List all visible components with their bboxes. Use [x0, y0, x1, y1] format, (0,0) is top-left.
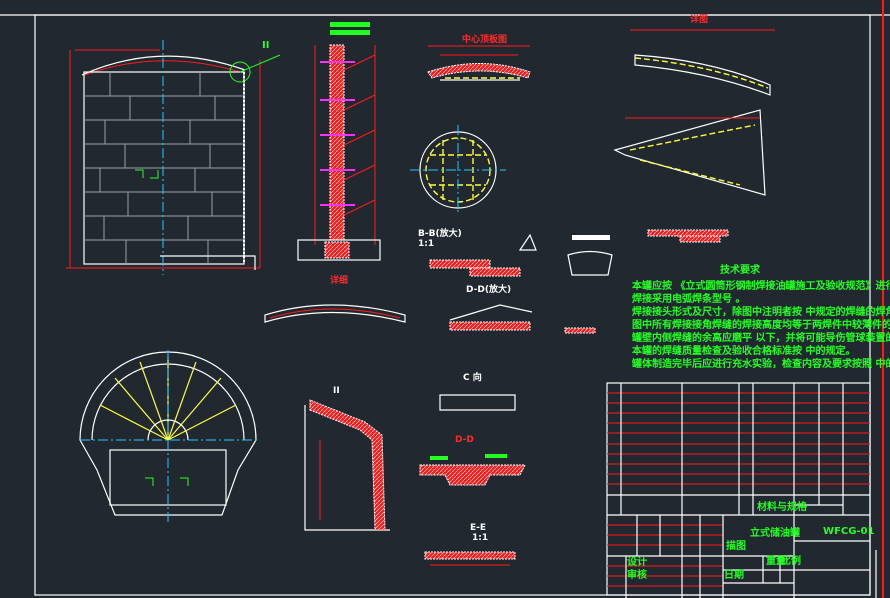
- tech-req-line: 焊接接头形式及尺寸，除图中注明者按 中规定的焊缝的焊角高度图形。: [632, 305, 890, 318]
- detail-top-label: 详图: [690, 13, 708, 25]
- detail-a-label: 详细: [330, 274, 348, 286]
- detail-ii: II: [304, 386, 390, 531]
- bb-label: B-B(放大): [418, 227, 462, 239]
- tank-elevation: II: [66, 40, 281, 275]
- design-label: 设计: [627, 555, 647, 568]
- tech-req-line: 本罐应按 《立式圆筒形钢制焊接油罐施工及验收规范》进行制造及验收。: [632, 279, 890, 292]
- drawn-label: 描图: [726, 539, 746, 552]
- c-view-label: C 向: [463, 371, 482, 383]
- dd-label: D-D(放大): [466, 283, 511, 295]
- tech-req-title: 技术要求: [720, 263, 761, 276]
- materials-label: 材料与规格: [757, 500, 808, 513]
- tech-req-line: 本罐的焊缝质量检查及验收合格标准按 中的规定。: [632, 344, 855, 357]
- detail-arc-section: 详细: [264, 274, 406, 323]
- center-roof-label: 中心顶板图: [462, 33, 507, 45]
- detail-ii-mark-top: II: [262, 40, 269, 51]
- center-roof-detail: 中心顶板图: [410, 33, 531, 215]
- drawing-code: WFCG-01: [823, 526, 875, 537]
- tech-req-line: 图中所有焊接接角焊缝的焊接高度均等于两焊件中较薄件的厚度，并须连续焊。: [632, 318, 890, 331]
- date-label: 日期: [724, 568, 744, 581]
- section-bb: B-B(放大) 1:1: [418, 227, 613, 277]
- detail-ii-mark: II: [333, 386, 340, 396]
- drawing-name: 立式储油罐: [750, 526, 800, 539]
- weight-label: 重量: [766, 554, 786, 567]
- shell-column-detail: [297, 22, 381, 261]
- section-dd: D-D(放大): [449, 283, 596, 334]
- check-label: 审核: [627, 568, 647, 581]
- ee-label: E-E: [470, 523, 486, 533]
- scale-label: 比例: [781, 554, 801, 567]
- roof-plate-detail: 详图: [613, 13, 775, 243]
- tech-req-line: 罐体制造完毕后应进行充水实验，检查内容及要求按照 中的规定。: [631, 357, 890, 370]
- tank-plan-view: [79, 350, 260, 525]
- title-block: 材料与规格 立式储油罐 WFCG-01 描图 重量 比例 设计 审核 日期: [606, 382, 875, 598]
- view-c: C 向 D-D E-E 1:1: [419, 371, 526, 566]
- tech-req-line: 焊接采用电弧焊条型号 。: [632, 292, 745, 305]
- tech-requirements: 技术要求 本罐应按 《立式圆筒形钢制焊接油罐施工及验收规范》进行制造及验收。 焊…: [631, 263, 890, 370]
- dd-small-label: D-D: [455, 435, 474, 445]
- ee-scale: 1:1: [472, 533, 488, 543]
- bb-scale: 1:1: [418, 239, 434, 249]
- tech-req-line: 罐壁内侧焊缝的余高应磨平 以下，并将可能导伤管球装置的焊瘤、毛刺等清除。: [631, 331, 890, 344]
